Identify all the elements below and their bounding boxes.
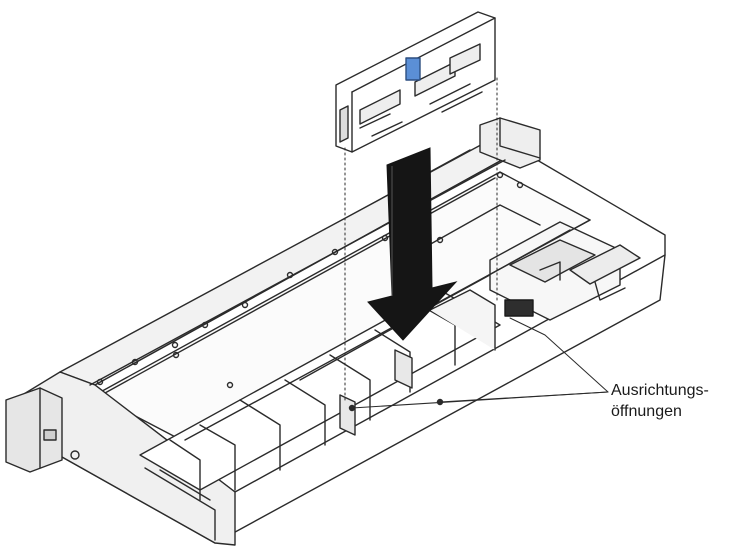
backplane-latch (405, 57, 421, 81)
callout-leaders (351, 317, 609, 409)
chassis-tray (5, 117, 666, 546)
callout-line-1: Ausrichtungs- (611, 382, 709, 399)
alignment-hole-icon (348, 398, 444, 412)
backplane (335, 11, 496, 153)
alignment-holes-label: Ausrichtungs- öffnungen (611, 380, 731, 422)
down-arrow-icon (367, 147, 458, 341)
callout-line-2: öffnungen (611, 403, 682, 420)
drive-bay-cage (139, 221, 641, 501)
